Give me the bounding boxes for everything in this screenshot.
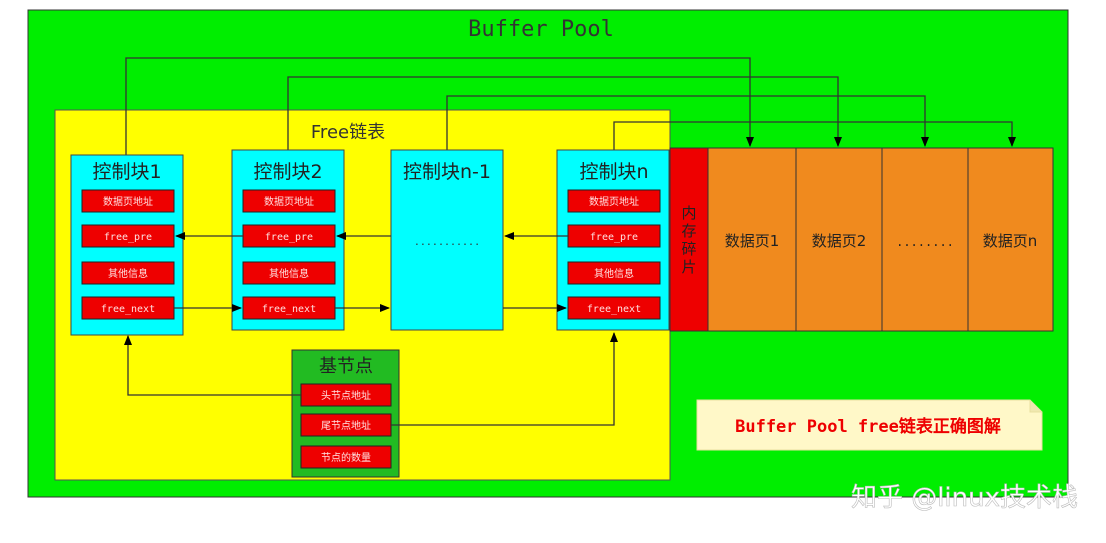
field-node-count: 节点的数量 — [321, 451, 371, 464]
field-page-address: 数据页地址 — [103, 195, 153, 208]
fragment-char: 碎 — [681, 240, 696, 258]
control-block-title: 控制块1 — [92, 161, 161, 183]
caption-text: Buffer Pool free链表正确图解 — [735, 416, 1001, 437]
buffer-pool-title: Buffer Pool — [468, 17, 614, 42]
field-free-next: free_next — [262, 304, 316, 315]
base-node-title: 基节点 — [319, 356, 373, 377]
field-free-pre: free_pre — [590, 232, 638, 243]
data-pages: 数据页1 数据页2 ........ 数据页n — [707, 147, 1054, 332]
data-page — [795, 147, 883, 332]
field-free-pre: free_pre — [265, 232, 313, 243]
control-block-n-minus-1: 控制块n-1 ........... — [390, 149, 504, 331]
field-other-info: 其他信息 — [594, 267, 634, 280]
watermark: 知乎 @linux技术栈 — [851, 483, 1078, 513]
memory-fragment: 内 存 碎 片 — [669, 147, 709, 332]
field-page-address: 数据页地址 — [264, 195, 314, 208]
fragment-char: 片 — [681, 258, 696, 276]
field-tail-address: 尾节点地址 — [321, 419, 371, 432]
data-page — [967, 147, 1054, 332]
control-block-2: 控制块2 数据页地址 free_pre 其他信息 free_next — [231, 149, 345, 331]
field-head-address: 头节点地址 — [321, 389, 371, 402]
data-page-label: 数据页2 — [812, 232, 867, 250]
field-free-pre: free_pre — [104, 232, 152, 243]
data-page — [881, 147, 969, 332]
data-page-label: ........ — [896, 235, 954, 249]
field-other-info: 其他信息 — [108, 267, 148, 280]
base-node: 基节点 头节点地址 尾节点地址 节点的数量 — [291, 349, 400, 478]
field-free-next: free_next — [101, 304, 155, 315]
control-block-title: 控制块2 — [253, 161, 322, 183]
control-block-title: 控制块n-1 — [403, 161, 491, 183]
field-other-info: 其他信息 — [269, 267, 309, 280]
data-page-label: 数据页1 — [725, 232, 780, 250]
data-page-label: 数据页n — [983, 232, 1038, 250]
base-node-pointers — [124, 332, 618, 426]
page-mapping-lines — [125, 57, 1016, 155]
caption-note: Buffer Pool free链表正确图解 — [696, 399, 1043, 451]
control-block-n: 控制块n 数据页地址 free_pre 其他信息 free_next — [556, 149, 670, 331]
fragment-char: 存 — [681, 222, 696, 240]
control-block-1: 控制块1 数据页地址 free_pre 其他信息 free_next — [70, 154, 184, 336]
data-page — [707, 147, 797, 332]
control-block-ellipsis: ........... — [414, 237, 480, 248]
free-list-title: Free链表 — [311, 122, 385, 143]
field-page-address: 数据页地址 — [589, 195, 639, 208]
fragment-char: 内 — [681, 204, 696, 222]
control-block-title: 控制块n — [579, 161, 648, 183]
field-free-next: free_next — [587, 304, 641, 315]
